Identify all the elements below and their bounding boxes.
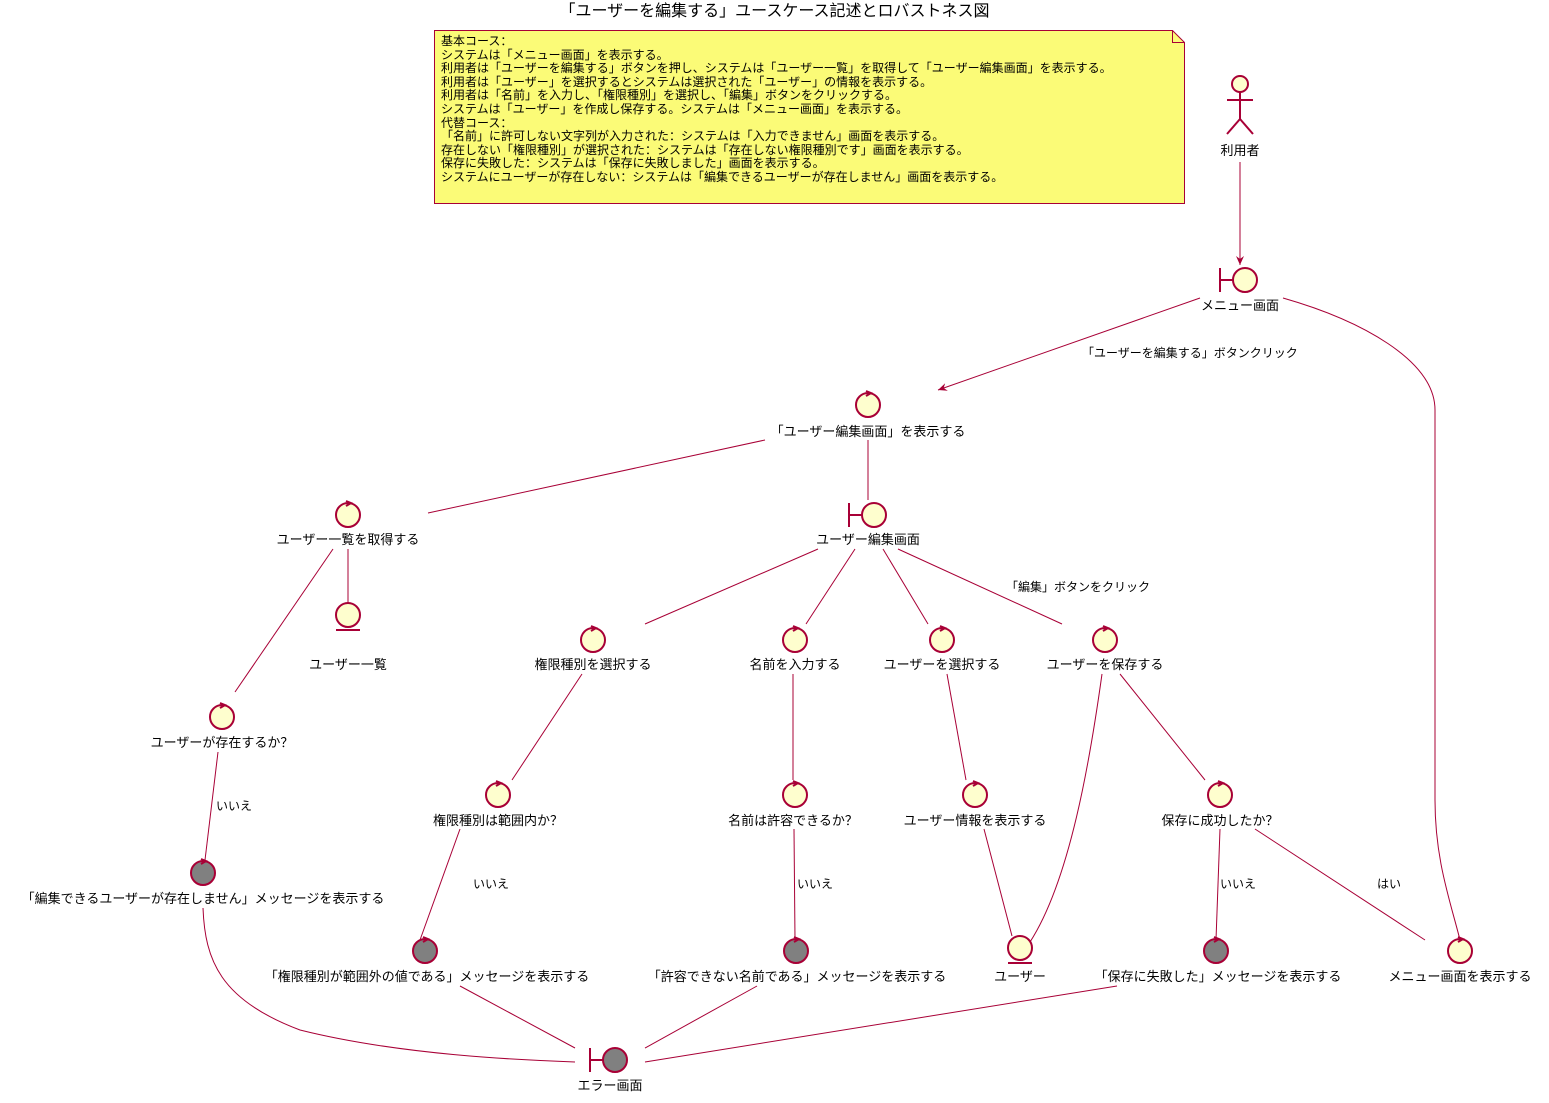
- edge-show-info-user: [983, 828, 1013, 937]
- save-ok-label: 保存に成功したか？: [1161, 814, 1278, 829]
- select-user-label: ユーザーを選択する: [884, 658, 1001, 673]
- edge-select-user-show-info: [946, 673, 967, 781]
- note-line: 代替コース：: [441, 115, 513, 130]
- control-icon: [209, 702, 235, 730]
- note-line: システムは「メニュー画面」を表示する。: [441, 47, 669, 62]
- note-line: 「名前」に許可しない文字列が入力された：システムは「入力できません」画面を表示す…: [441, 129, 945, 144]
- edge-user-exists-no-user: [204, 751, 219, 861]
- note-line: 存在しない「権限種別」が選択された：システムは「存在しない権限種別です」画面を表…: [441, 142, 969, 157]
- control-icon: [782, 780, 808, 808]
- user-entity-label: ユーザー: [994, 970, 1046, 985]
- role-in-range-label: 権限種別は範囲内か？: [433, 813, 563, 829]
- error-control-icon: [412, 936, 438, 964]
- control-icon: [962, 780, 988, 808]
- edge-save-fail-error: [644, 985, 1118, 1063]
- boundary-icon: [1219, 267, 1258, 293]
- error-control-icon: [1203, 936, 1229, 964]
- edge-label-no: いいえ: [473, 877, 509, 891]
- note-box: [434, 30, 1185, 204]
- control-icon: [1092, 625, 1118, 653]
- get-user-list-label: ユーザー一覧を取得する: [277, 532, 420, 548]
- edge-label-no: いいえ: [1220, 877, 1256, 891]
- edge-edit-save-user: [897, 548, 1063, 625]
- edge-save-ok-fail: [1215, 828, 1221, 941]
- control-icon: [855, 390, 881, 418]
- role-out-msg-label: 「権限種別が範囲外の値である」メッセージを表示する: [265, 969, 590, 985]
- error-screen-label: エラー画面: [577, 1079, 642, 1094]
- no-user-msg-label: 「編集できるユーザーが存在しません」メッセージを表示する: [22, 891, 385, 907]
- save-user-label: ユーザーを保存する: [1047, 658, 1164, 673]
- control-icon: [580, 625, 606, 653]
- edge-select-role-in-range: [511, 673, 583, 781]
- user-edit-screen-label: ユーザー編集画面: [816, 532, 920, 548]
- control-icon: [929, 625, 955, 653]
- edge-role-in-range-out: [419, 828, 461, 941]
- note-line: 利用者は「ユーザー」を選択するとシステムは選択された「ユーザー」の情報を表示する…: [441, 74, 933, 89]
- control-icon: [1207, 780, 1233, 808]
- control-icon: [485, 780, 511, 808]
- note-text: 基本コース： システムは「メニュー画面」を表示する。 利用者は「ユーザーを編集す…: [441, 34, 1112, 185]
- user-exists-label: ユーザーが存在するか？: [151, 736, 294, 751]
- control-icon: [782, 625, 808, 653]
- edge-edit-select-user: [882, 548, 929, 625]
- edge-menu-show-menu: [1282, 297, 1461, 941]
- name-ok-label: 名前は許容できるか？: [728, 813, 858, 829]
- note-line: 保存に失敗した：システムは「保存に失敗しました」画面を表示する。: [441, 156, 825, 171]
- note-line: 利用者は「名前」を入力し、「権限種別」を選択し、「編集」ボタンをクリックする。: [441, 88, 898, 103]
- edge-label-click-edit-user: 「ユーザーを編集する」ボタンクリック: [1082, 345, 1298, 360]
- input-name-label: 名前を入力する: [749, 657, 840, 673]
- edge-role-out-error: [459, 985, 576, 1049]
- edge-menu-show-edit: [937, 297, 1201, 391]
- control-icon: [335, 500, 361, 528]
- edge-edit-select-role: [644, 548, 819, 625]
- show-user-info-label: ユーザー情報を表示する: [904, 814, 1047, 829]
- menu-screen-label: メニュー画面: [1201, 299, 1279, 314]
- edge-save-ok-show-menu: [1254, 828, 1426, 941]
- actor-label: 利用者: [1220, 144, 1259, 159]
- edge-label-no: いいえ: [797, 877, 833, 891]
- edge-edit-input-name: [805, 548, 856, 625]
- entity-icon: [1007, 935, 1033, 964]
- note-line: システムにユーザーが存在しない：システムは「編集できるユーザーが存在しません」画…: [441, 169, 1004, 184]
- note-line: 利用者は「ユーザーを編集する」ボタンを押し、システムは「ユーザー一覧」を取得して…: [441, 61, 1112, 76]
- note-line: 基本コース：: [441, 34, 513, 48]
- edge-name-ok-bad: [793, 828, 796, 941]
- edge-get-list-user-exists: [234, 548, 334, 693]
- edge-no-user-error: [202, 907, 576, 1063]
- save-fail-msg-label: 「保存に失敗した」メッセージを表示する: [1095, 970, 1342, 985]
- boundary-icon: [589, 1047, 628, 1073]
- edge-show-edit-get-list: [427, 439, 766, 514]
- edge-name-bad-error: [644, 985, 758, 1049]
- note-line: システムは「ユーザー」を作成し保存する。システムは「メニュー画面」を表示する。: [441, 101, 909, 116]
- select-role-label: 権限種別を選択する: [534, 657, 651, 673]
- edge-label-yes: はい: [1377, 877, 1401, 891]
- edge-save-user-save-ok: [1119, 673, 1206, 781]
- edge-save-user-user: [1029, 673, 1103, 943]
- error-control-icon: [190, 858, 216, 886]
- diagram-title: 「ユーザーを編集する」ユースケース記述とロバストネス図: [559, 1, 990, 20]
- edge-label-no: いいえ: [216, 799, 252, 813]
- name-bad-msg-label: 「許容できない名前である」メッセージを表示する: [648, 969, 947, 985]
- show-menu-label: メニュー画面を表示する: [1388, 970, 1531, 985]
- show-edit-screen-label: 「ユーザー編集画面」を表示する: [771, 424, 966, 440]
- actor-icon: [1226, 75, 1254, 135]
- edge-label-click-edit-button: 「編集」ボタンをクリック: [1006, 579, 1150, 594]
- error-control-icon: [783, 936, 809, 964]
- control-icon: [1447, 936, 1473, 964]
- entity-icon: [335, 602, 361, 631]
- user-list-entity-label: ユーザー一覧: [309, 657, 387, 673]
- boundary-icon: [848, 502, 887, 528]
